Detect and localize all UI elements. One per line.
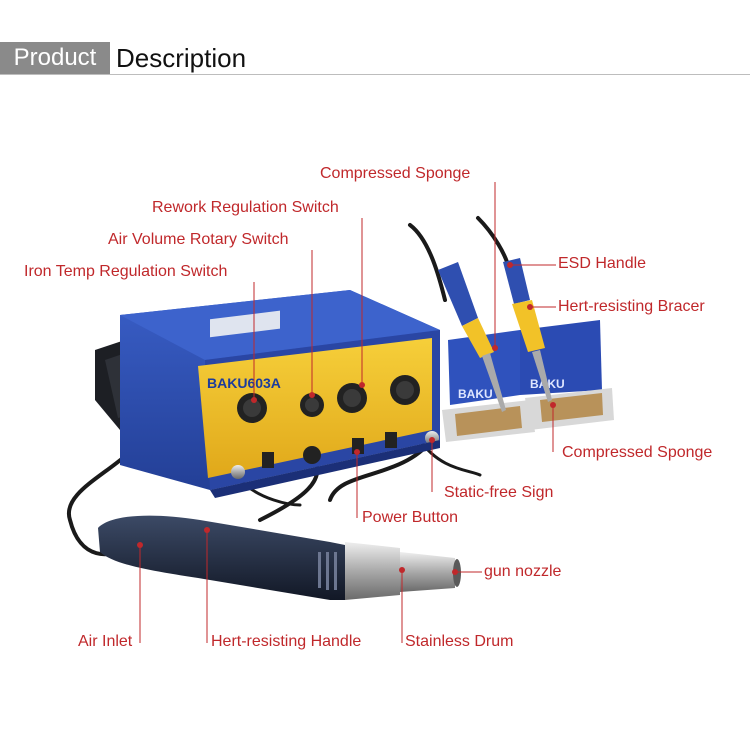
holder-logo: BAKU [458,387,493,401]
leader-dots [137,262,556,575]
iron-temp-knob [237,393,267,423]
label-air-inlet: Air Inlet [78,633,133,650]
brand-logo: BAKU603A [207,375,281,391]
label-iron-temp-regulation-switch: Iron Temp Regulation Switch [24,263,228,280]
power-switch-right [385,432,397,448]
label-air-volume-rotary-switch: Air Volume Rotary Switch [108,231,289,248]
hot-air-gun [98,515,461,600]
rework-knob [337,383,367,413]
label-esd-handle: ESD Handle [558,255,647,272]
label-compressed-sponge-bottom: Compressed Sponge [562,444,713,461]
label-compressed-sponge-top: Compressed Sponge [320,165,471,182]
header-divider [0,74,750,75]
label-gun-nozzle: gun nozzle [484,563,562,580]
label-heat-resisting-handle: Hert-resisting Handle [211,633,362,650]
stainless-drum [345,542,400,600]
power-switch-left [262,452,274,468]
soldering-iron-left [438,262,506,412]
label-stainless-drum: Stainless Drum [405,633,514,650]
connector-left [231,465,245,479]
header-tab: Product [0,42,110,74]
label-static-free-sign: Static-free Sign [444,484,554,501]
label-power-button: Power Button [362,509,459,526]
label-heat-resisting-bracer: Hert-resisting Bracer [558,298,705,315]
air-connector [303,446,321,464]
label-rework-regulation-switch: Rework Regulation Switch [152,199,339,216]
header-title: Description [116,43,247,73]
section-header: Product Description [0,42,750,76]
soldering-iron-right [503,258,552,402]
leader-lines [139,182,556,643]
air-volume-knob [300,393,324,417]
gun-nozzle [400,552,455,592]
soldering-knob [390,375,420,405]
solder-station-body: BAKU603A [120,290,440,498]
